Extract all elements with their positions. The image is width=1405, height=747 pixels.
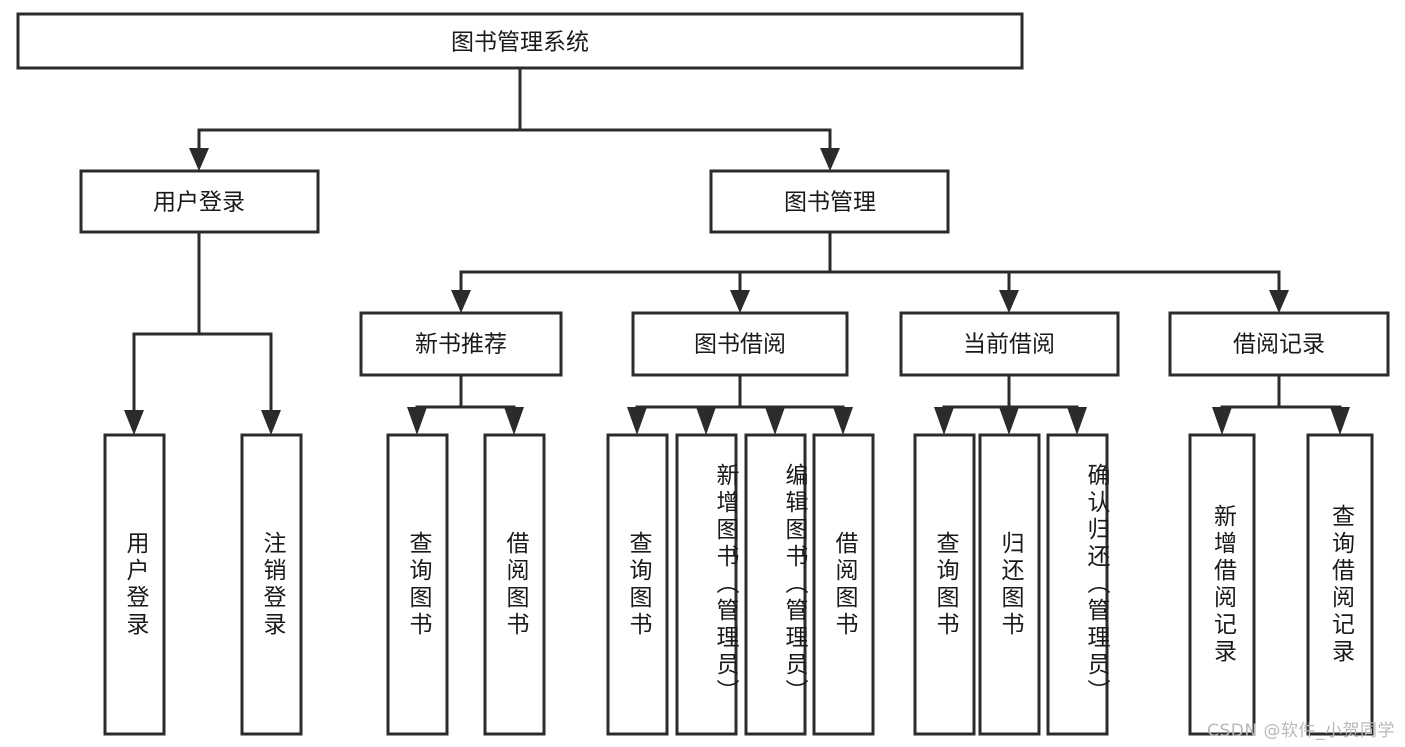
node-borrow-record-box[interactable] <box>1168 311 1390 377</box>
arrow-head-leaf-query-book-a <box>407 407 427 435</box>
node-book-borrow-label: 图书借阅 <box>694 332 786 358</box>
arrow-head-leaf-user-login <box>124 410 144 435</box>
node-book-borrow[interactable]: 图书借阅 <box>631 311 849 377</box>
node-new-book-recommend-label: 新书推荐 <box>415 332 507 358</box>
leaf-box-borrow-book-a[interactable] <box>483 433 546 736</box>
node-root-box[interactable] <box>16 12 1024 70</box>
arrow-head-leaf-borrow-book-b <box>833 407 853 435</box>
node-user-login[interactable]: 用户登录 <box>79 169 320 234</box>
connectors-book-borrow-to-leaves <box>627 373 853 435</box>
leaf-box-query-book-a[interactable] <box>386 433 449 736</box>
node-root-label: 图书管理系统 <box>451 30 589 56</box>
node-book-borrow-box[interactable] <box>631 311 849 377</box>
leaf-box-borrow-book-b[interactable] <box>812 433 875 736</box>
leaf-boxes <box>103 433 1374 736</box>
node-borrow-record[interactable]: 借阅记录 <box>1168 311 1390 377</box>
node-book-management[interactable]: 图书管理 <box>709 169 950 234</box>
leaf-box-logout[interactable] <box>240 433 303 736</box>
arrow-head-leaf-edit-book <box>765 407 785 435</box>
leaf-box-edit-book[interactable] <box>744 433 807 736</box>
connectors-current-borrow-to-leaves <box>934 373 1087 435</box>
connectors-root-to-level2 <box>189 66 840 171</box>
node-book-management-label: 图书管理 <box>784 190 876 216</box>
leaf-box-query-book-c[interactable] <box>913 433 976 736</box>
leaf-box-add-book[interactable] <box>675 433 738 736</box>
leaf-box-add-record[interactable] <box>1188 433 1256 736</box>
arrow-head-leaf-logout <box>261 410 281 435</box>
arrow-head-leaf-query-book-c <box>934 407 954 435</box>
leaf-box-return-book[interactable] <box>978 433 1041 736</box>
node-root[interactable]: 图书管理系统 <box>16 12 1024 70</box>
csdn-watermark: CSDN @软件_小贺同学 <box>1207 721 1395 741</box>
leaf-box-user-login[interactable] <box>103 433 166 736</box>
node-new-book-recommend-box[interactable] <box>359 311 563 377</box>
node-current-borrow-box[interactable] <box>899 311 1120 377</box>
arrow-head-user-login <box>189 148 209 171</box>
node-current-borrow[interactable]: 当前借阅 <box>899 311 1120 377</box>
connectors-book-mgmt-to-level3 <box>451 230 1289 313</box>
arrow-head-current-borrow <box>999 290 1019 313</box>
arrow-head-leaf-confirm-return <box>1067 407 1087 435</box>
leaf-box-query-book-b[interactable] <box>606 433 669 736</box>
leaf-box-confirm-return[interactable] <box>1046 433 1109 736</box>
node-current-borrow-label: 当前借阅 <box>963 332 1055 358</box>
arrow-head-new-book <box>451 290 471 313</box>
node-user-login-label: 用户登录 <box>153 190 245 216</box>
arrow-head-leaf-query-book-b <box>627 407 647 435</box>
connectors-borrow-record-to-leaves <box>1212 373 1350 435</box>
node-book-management-box[interactable] <box>709 169 950 234</box>
arrow-head-leaf-add-book <box>696 407 716 435</box>
arrow-head-leaf-return-book <box>999 407 1019 435</box>
arrow-head-book-borrow <box>730 290 750 313</box>
arrow-head-leaf-borrow-book-a <box>504 407 524 435</box>
arrow-head-book-mgmt <box>820 148 840 171</box>
connectors-user-login-to-leaves <box>124 230 281 435</box>
node-borrow-record-label: 借阅记录 <box>1233 332 1325 358</box>
arrow-head-leaf-add-record <box>1212 407 1232 435</box>
connectors-new-book-to-leaves <box>407 373 524 435</box>
node-user-login-box[interactable] <box>79 169 320 234</box>
leaf-box-query-record[interactable] <box>1306 433 1374 736</box>
arrow-head-borrow-record <box>1269 290 1289 313</box>
node-new-book-recommend[interactable]: 新书推荐 <box>359 311 563 377</box>
arrow-head-leaf-query-record <box>1330 407 1350 435</box>
